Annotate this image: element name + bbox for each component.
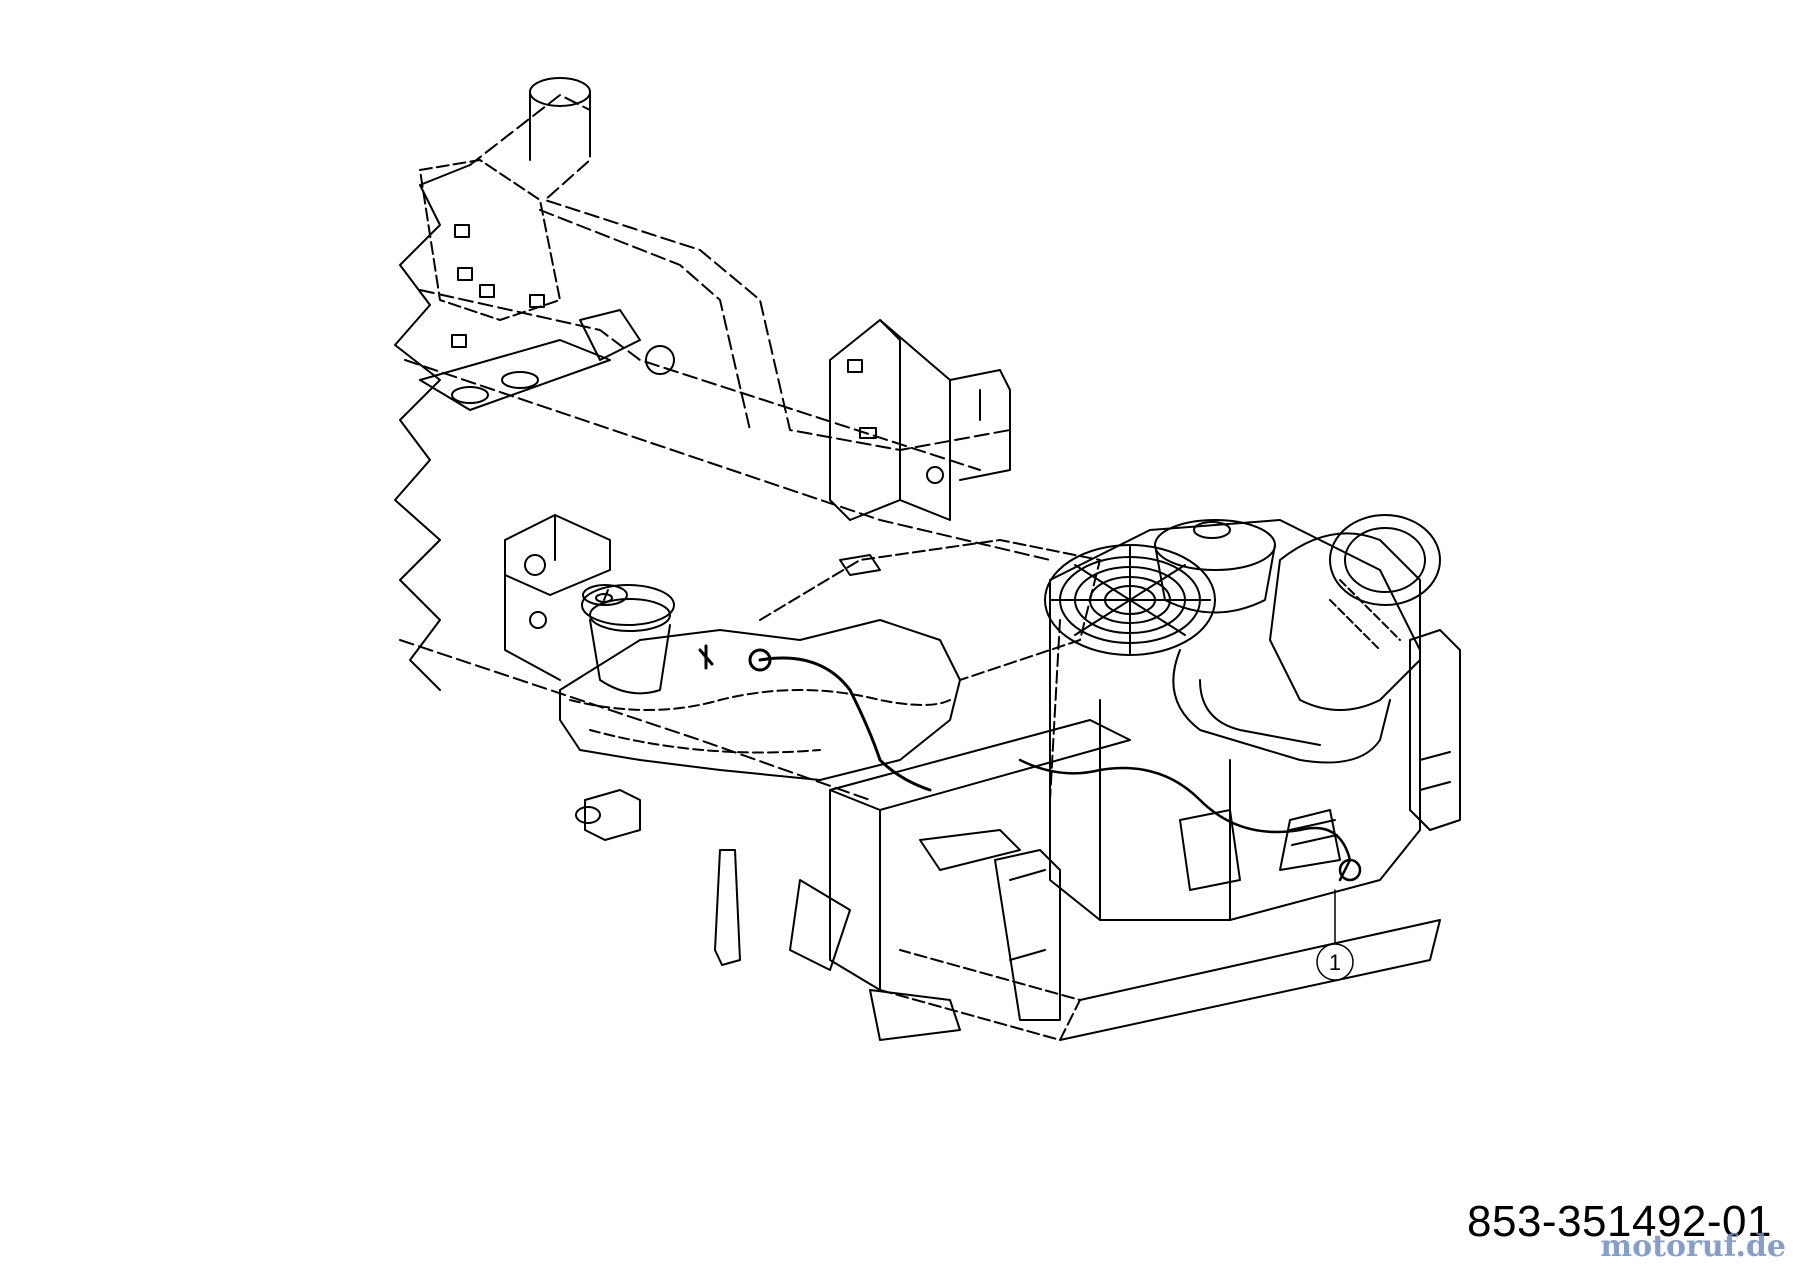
engine-block bbox=[1049, 519, 1421, 921]
front-axle bbox=[575, 789, 641, 841]
fuel-line bbox=[698, 644, 932, 792]
wiring-harness bbox=[1018, 758, 1362, 882]
part-number-label: 853-351492-01 bbox=[1467, 1197, 1772, 1246]
exhaust-pipe bbox=[1172, 649, 1391, 764]
frame-left-rail bbox=[399, 94, 1051, 801]
engine-cooling-fan bbox=[1044, 544, 1216, 656]
right-frame-bracket bbox=[1409, 629, 1461, 831]
support-leg bbox=[714, 849, 851, 971]
rear-frame bbox=[829, 719, 1441, 1041]
fuel-cap-icon bbox=[595, 593, 613, 603]
frame-break-line bbox=[394, 164, 471, 691]
cross-member bbox=[419, 309, 675, 411]
fuel-tank bbox=[559, 539, 1101, 781]
fuel-tank-bracket bbox=[504, 514, 611, 681]
mounting-bracket-upper bbox=[829, 319, 1011, 521]
fuel-filler-neck bbox=[581, 584, 675, 695]
callout-1: 1 bbox=[1316, 943, 1354, 981]
engine-side-panel bbox=[1279, 809, 1341, 871]
watermark-text: motoruf.de bbox=[1600, 1229, 1786, 1264]
watermark-logo: motoruf.de bbox=[1600, 1232, 1786, 1262]
steering-tower bbox=[419, 77, 591, 348]
air-intake-duct bbox=[1269, 514, 1441, 711]
air-filter-housing bbox=[1154, 519, 1276, 614]
callout-1-label: 1 bbox=[1329, 950, 1341, 975]
